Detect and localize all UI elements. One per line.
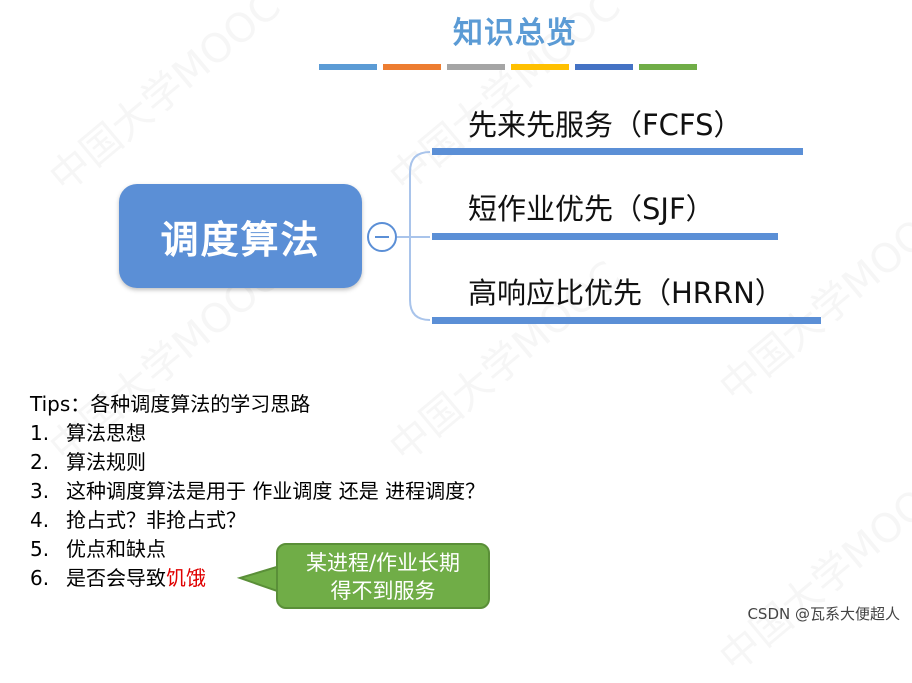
list-item: 3. 这种调度算法是用于 作业调度 还是 进程调度？ xyxy=(30,477,485,506)
list-number: 2. xyxy=(30,450,50,474)
list-item: 6. 是否会导致饥饿 xyxy=(30,564,485,593)
accent-bar xyxy=(511,64,569,70)
list-item: 4. 抢占式？非抢占式？ xyxy=(30,506,485,535)
list-item: 2. 算法规则 xyxy=(30,448,485,477)
accent-bar xyxy=(383,64,441,70)
list-text: 优点和缺点 xyxy=(66,537,166,561)
accent-bar xyxy=(447,64,505,70)
list-number: 6. xyxy=(30,566,50,590)
callout-bubble: 某进程/作业长期 得不到服务 xyxy=(276,543,490,609)
credit-text: CSDN @瓦系大便超人 xyxy=(747,605,900,623)
accent-bars xyxy=(319,64,703,70)
list-text: 是否会导致饥饿 xyxy=(66,564,206,593)
list-text: 这种调度算法是用于 作业调度 还是 进程调度？ xyxy=(66,479,486,503)
mindmap-branch-fcfs[interactable]: 先来先服务（FCFS） xyxy=(468,108,743,142)
mindmap-root-node[interactable]: 调度算法 xyxy=(119,184,362,288)
list-item: 1. 算法思想 xyxy=(30,419,485,448)
collapse-toggle-icon[interactable] xyxy=(367,222,397,252)
list-number: 3. xyxy=(30,479,50,503)
tips-heading: Tips：各种调度算法的学习思路 xyxy=(30,392,311,416)
branch-underline xyxy=(432,233,778,240)
callout-line: 得不到服务 xyxy=(330,579,436,603)
accent-bar xyxy=(639,64,697,70)
accent-bar xyxy=(575,64,633,70)
tips-section: Tips：各种调度算法的学习思路 1. 算法思想 2. 算法规则 3. 这种调度… xyxy=(30,390,485,593)
page-title: 知识总览 xyxy=(453,16,577,51)
branch-underline xyxy=(432,148,803,155)
list-number: 5. xyxy=(30,537,50,561)
callout-line: 某进程/作业长期 xyxy=(305,551,461,575)
list-number: 1. xyxy=(30,421,50,445)
mindmap-branch-sjf[interactable]: 短作业优先（SJF） xyxy=(468,192,715,226)
branch-underline xyxy=(432,317,821,324)
list-number: 4. xyxy=(30,508,50,532)
list-text: 算法规则 xyxy=(66,450,146,474)
highlight-text: 饥饿 xyxy=(166,566,206,590)
mindmap-branch-hrrn[interactable]: 高响应比优先（HRRN） xyxy=(468,276,784,310)
list-text-plain: 是否会导致 xyxy=(66,566,166,590)
list-text: 抢占式？非抢占式？ xyxy=(66,508,246,532)
list-text: 算法思想 xyxy=(66,421,146,445)
list-item: 5. 优点和缺点 xyxy=(30,535,485,564)
mindmap-connectors xyxy=(397,151,431,321)
accent-bar xyxy=(319,64,377,70)
